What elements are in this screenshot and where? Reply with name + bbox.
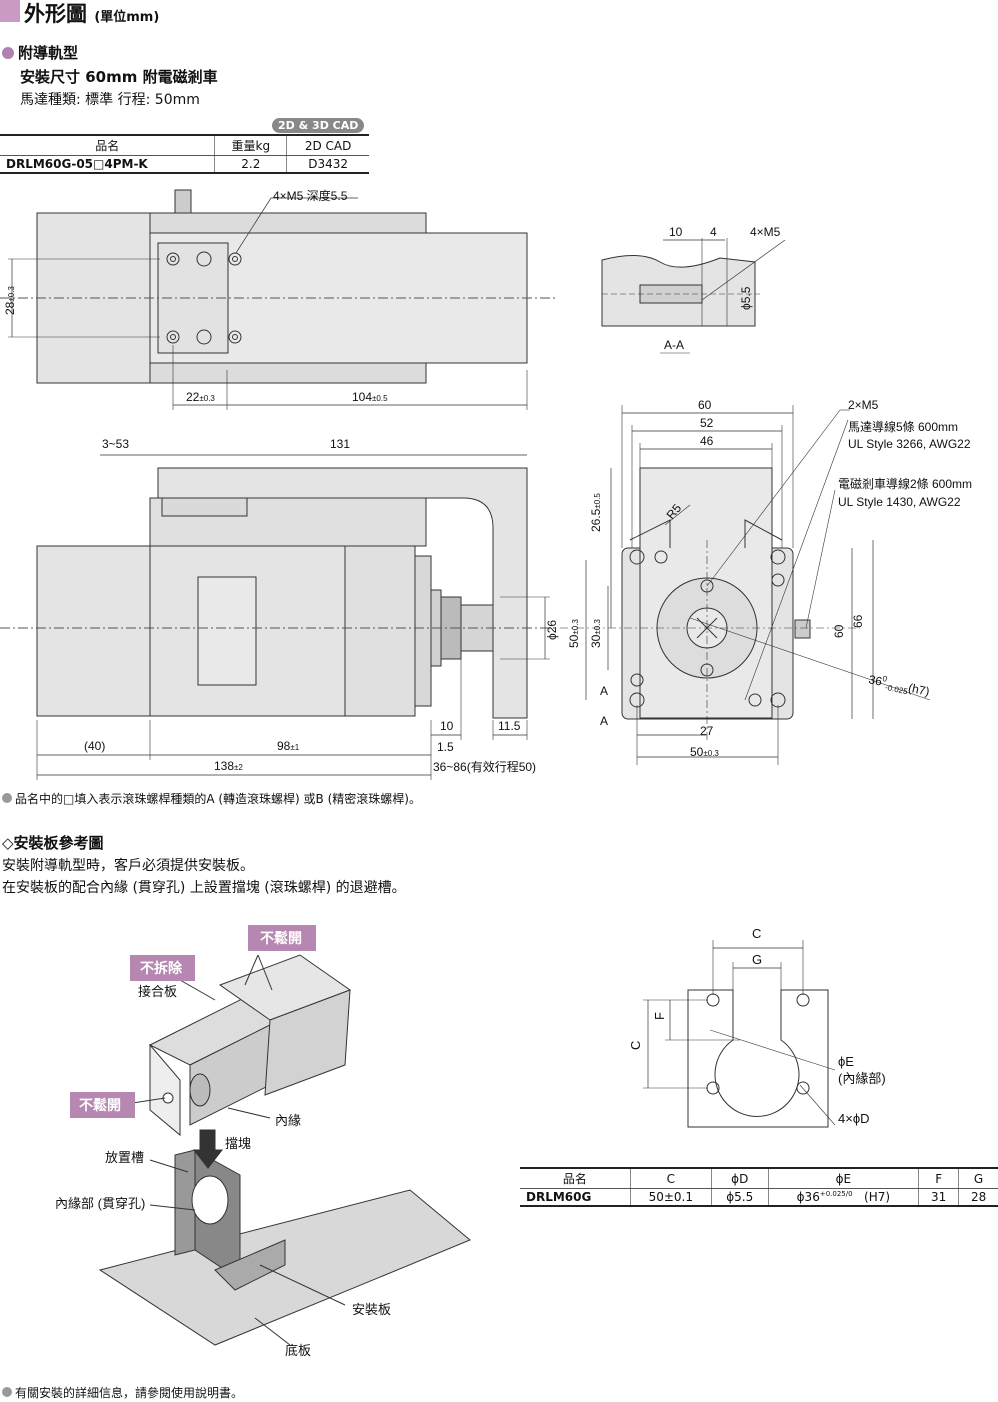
plate-drawing: C G C F ϕE (內緣部) 4×ϕD <box>628 926 886 1128</box>
note-ballscrew: 品名中的□填入表示滾珠螺桿種類的A (轉造滾珠螺桿) 或B (精密滾珠螺桿)。 <box>2 790 421 807</box>
aa-m5: 4×M5 <box>750 225 781 239</box>
aa-dim-4: 4 <box>710 225 717 239</box>
spec-col-cad: 2D CAD <box>286 134 369 156</box>
fv-2m5: 2×M5 <box>848 398 879 412</box>
aa-dim-10: 10 <box>669 225 683 239</box>
spec-table: 品名 重量kg 2D CAD DRLM60G-05□4PM-K 2.2 D343… <box>0 134 369 174</box>
plate-inner: (內緣部) <box>838 1071 886 1086</box>
dim-1-5: 1.5 <box>437 740 454 754</box>
fv-46: 46 <box>700 434 714 448</box>
mount-illustration: 不鬆開 不拆除 不鬆開 接合板 內緣 擋塊 放置槽 內緣部 (貫穿孔) 安裝板 … <box>55 925 471 1358</box>
side-motor <box>36 545 151 717</box>
dim-10: 10 <box>440 719 454 733</box>
fv-50: 50±0.3 <box>567 619 581 648</box>
fv-36: 360-0.025(h7) <box>867 671 931 700</box>
spec-weight: 2.2 <box>214 155 287 174</box>
label-joint-plate: 接合板 <box>138 984 177 999</box>
label-no-loosen-left: 不鬆開 <box>79 1097 121 1113</box>
label-no-remove: 不拆除 <box>140 960 183 976</box>
cad-badge[interactable]: 2D & 3D CAD <box>272 114 365 133</box>
plate-f: F <box>652 1012 667 1020</box>
fv-60v: 60 <box>832 624 846 638</box>
motor-info: 馬達種類: 標準 行程: 50mm <box>20 92 200 108</box>
motor-wire-1: 馬達導線5條 600mm <box>848 419 958 434</box>
plate-table: 品名 C ϕD ϕE F G DRLM60G 50±0.1 ϕ5.5 ϕ36+0… <box>520 1167 998 1207</box>
bullet-icon <box>2 1387 12 1397</box>
plate-g-val: 28 <box>958 1188 998 1207</box>
dim-138: 138±2 <box>214 759 243 773</box>
brake-wire-2: UL Style 1430, AWG22 <box>838 495 961 509</box>
plate-four-d: 4×ϕD <box>838 1111 870 1126</box>
dim-3-53: 3~53 <box>102 437 129 451</box>
mount-line-2: 在安裝板的配合內緣 (貫穿孔) 上設置擋塊 (滾珠螺桿) 的退避槽。 <box>2 880 406 896</box>
plate-g: G <box>752 952 762 967</box>
bullet-icon <box>2 47 14 59</box>
fv-section-a1: A <box>600 684 608 698</box>
hole-note: 4×M5 深度5.5 <box>273 188 348 203</box>
spec-col-name: 品名 <box>0 134 215 156</box>
dim-98: 98±1 <box>277 739 300 753</box>
dim-28: 28±0.3 <box>3 286 17 315</box>
fv-60: 60 <box>698 398 712 412</box>
fv-26-5: 26.5±0.5 <box>589 493 603 532</box>
page-title: 外形圖 (單位mm) <box>24 2 160 26</box>
label-base-plate: 底板 <box>285 1343 311 1358</box>
plate-f-val: 31 <box>918 1188 959 1207</box>
dim-11-5: 11.5 <box>498 719 521 733</box>
fv-section-a2: A <box>600 714 608 728</box>
bullet-icon <box>2 793 12 803</box>
dim-104: 104±0.5 <box>352 390 388 404</box>
dimension-drawing: 4×M5 深度5.5 28±0.3 22±0.3 104±0.5 3~53 13… <box>0 188 972 780</box>
plate-e-val: ϕ36+0.025/0 (H7) <box>767 1188 919 1207</box>
note-manual: 有關安裝的詳細信息，請參閱使用說明書。 <box>2 1384 243 1401</box>
label-inner-edge: 內緣 <box>275 1113 301 1128</box>
plate-c-left: C <box>628 1041 643 1050</box>
plate-col-name: 品名 <box>520 1167 631 1189</box>
plate-d-val: ϕ5.5 <box>710 1188 769 1207</box>
label-stopper: 擋塊 <box>225 1136 251 1151</box>
fv-30: 30±0.3 <box>589 619 603 648</box>
mount-line-1: 安裝附導軌型時，客戶必須提供安裝板。 <box>2 858 254 874</box>
fv-27: 27 <box>700 724 714 738</box>
dim-131: 131 <box>330 437 350 451</box>
plate-col-e: ϕE <box>767 1167 919 1189</box>
dim-22: 22±0.3 <box>186 390 215 404</box>
title-accent-bar <box>0 0 20 22</box>
plate-phi-e: ϕE <box>838 1054 854 1069</box>
base-plate <box>98 1189 471 1346</box>
plate-col-f: F <box>918 1167 959 1189</box>
label-inner-hole: 內緣部 (貫穿孔) <box>55 1196 145 1211</box>
label-mount-plate: 安裝板 <box>352 1302 391 1317</box>
plate-c-val: 50±0.1 <box>629 1188 712 1207</box>
fv-50b: 50±0.3 <box>690 745 719 759</box>
aa-title: A-A <box>664 338 684 352</box>
unit-label: (單位mm) <box>94 10 160 25</box>
product-subtitle: 安裝尺寸 60mm 附電磁剎車 <box>20 68 218 86</box>
plate-model: DRLM60G <box>520 1188 631 1207</box>
spec-cad-id[interactable]: D3432 <box>286 155 369 174</box>
side-bracket <box>157 467 528 719</box>
brake-wire-1: 電磁剎車導線2條 600mm <box>838 476 972 491</box>
spec-model: DRLM60G-05□4PM-K <box>0 155 215 174</box>
dim-phi26: ϕ26 <box>545 620 559 640</box>
fv-66: 66 <box>851 614 865 628</box>
plate-col-d: ϕD <box>710 1167 769 1189</box>
fv-52: 52 <box>700 416 714 430</box>
plate-c-top: C <box>752 926 761 941</box>
motor-wire-2: UL Style 3266, AWG22 <box>848 437 971 451</box>
mount-heading: ◇安裝板參考圖 <box>2 834 104 852</box>
dim-40: (40) <box>84 739 105 753</box>
label-slot: 放置槽 <box>105 1150 144 1165</box>
dim-stroke: 36~86(有效行程50) <box>433 759 536 774</box>
plate-col-c: C <box>629 1167 712 1189</box>
plate-col-g: G <box>958 1167 998 1189</box>
product-heading: 附導軌型 <box>2 42 78 63</box>
table-row: DRLM60G-05□4PM-K 2.2 D3432 <box>0 155 369 174</box>
table-row: DRLM60G 50±0.1 ϕ5.5 ϕ36+0.025/0 (H7) 31 … <box>520 1188 998 1207</box>
label-no-loosen-top: 不鬆開 <box>260 930 302 946</box>
aa-phi55: ϕ5.5 <box>739 286 753 310</box>
spec-col-weight: 重量kg <box>214 134 287 156</box>
